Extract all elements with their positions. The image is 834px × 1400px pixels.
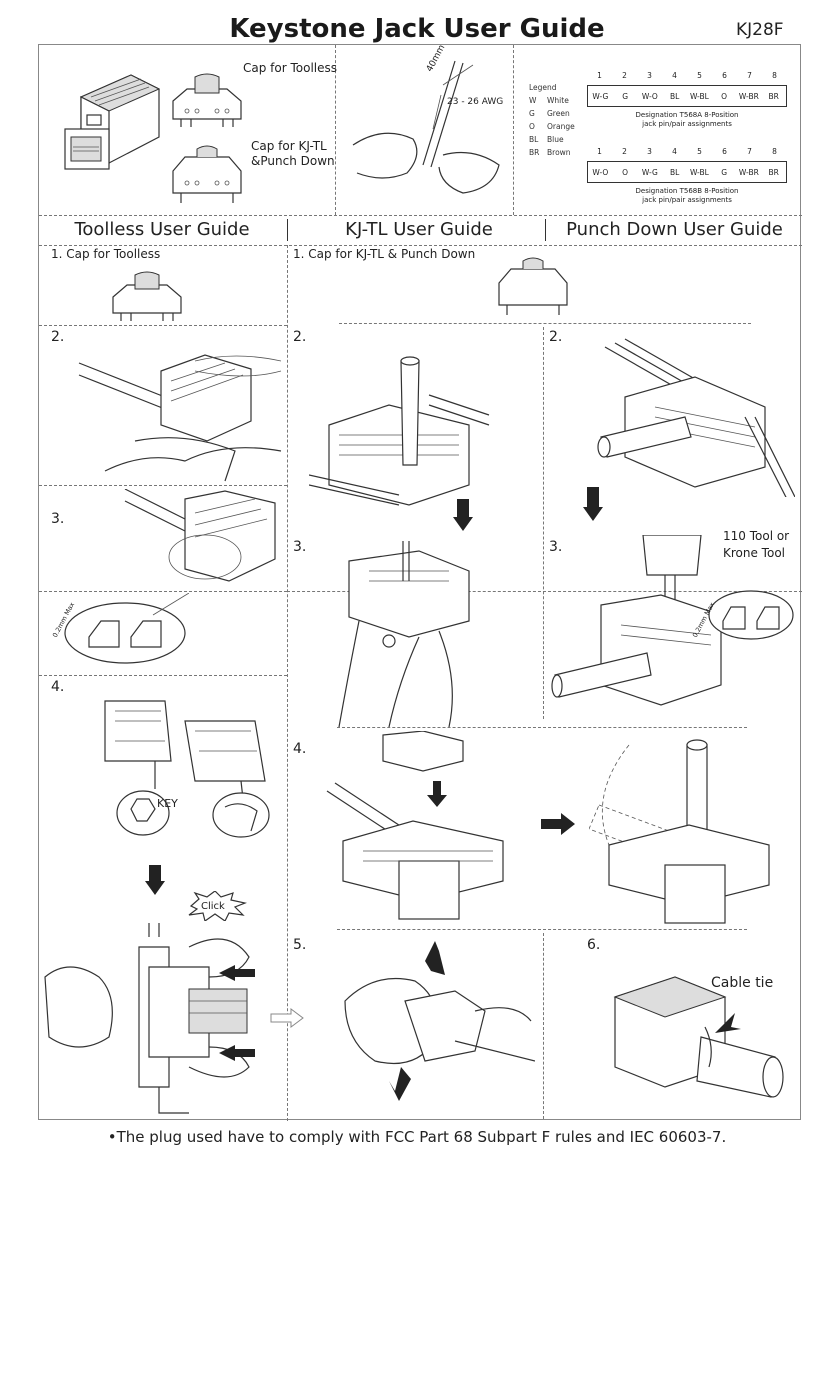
- awg-label: 23 - 26 AWG: [447, 97, 504, 107]
- punch-down-arrow-icon: [583, 487, 603, 521]
- t568a-caption: Designation T568A 8-Position jack pin/pa…: [635, 111, 739, 128]
- toolless-step-4-illustration: [104, 700, 270, 838]
- punch-step-3-illustration: [551, 535, 722, 706]
- toolless-section-heading: Toolless User Guide: [74, 219, 250, 240]
- heading-divider-1: [287, 219, 288, 241]
- kjtl-rule-3: [337, 727, 747, 728]
- cable-tie-label: Cable tie: [711, 975, 774, 991]
- compliance-note: •The plug used have to comply with FCC P…: [107, 1128, 727, 1146]
- cap-kjtl-label-1: Cap for KJ-TL: [251, 139, 327, 153]
- punch-detail-illustration: [708, 590, 794, 640]
- kjtl-step-4-label: 4.: [293, 741, 307, 757]
- kjtl-step-5-label: 5.: [293, 937, 307, 953]
- section-top-rule: [39, 215, 802, 216]
- kjtl-step-4-result-illustration: [589, 739, 770, 924]
- kjtl-rule-2: [287, 591, 802, 592]
- kjtl-step-6-label: 6.: [587, 937, 601, 953]
- punch-step-2-illustration: [597, 338, 795, 497]
- section-bottom-rule: [39, 245, 802, 246]
- click-label: Click: [201, 901, 225, 912]
- toolless-step-3-illustration: [124, 489, 276, 582]
- toolless-step-3-label: 3.: [51, 511, 65, 527]
- top-divider-2: [513, 45, 514, 215]
- punch-section-heading: Punch Down User Guide: [566, 219, 783, 240]
- toolless-step-2-label: 2.: [51, 329, 65, 345]
- kjtl-step-2-illustration: [309, 356, 490, 506]
- toolless-step-2-illustration: [78, 354, 282, 482]
- column-divider-left: [287, 245, 288, 1121]
- toolless-detail-illustration: [64, 593, 189, 664]
- cap-kjtl-label-2: &Punch Down: [251, 154, 335, 168]
- toolless-step-4-label: 4.: [51, 679, 65, 695]
- kjtl-cap-step-illustration: [498, 257, 568, 315]
- punch-step-3-label: 3.: [549, 539, 563, 555]
- top-divider-1: [335, 45, 336, 215]
- kjtl-section-heading: KJ-TL User Guide: [345, 219, 493, 240]
- guide-sheet: Cap for Toolless Cap for KJ-TL &Punch Do…: [38, 43, 802, 1121]
- kjtl-right-arrow-icon: [541, 813, 575, 835]
- toolless-press-illustration: [44, 923, 255, 1114]
- column-divider-right: [543, 327, 544, 719]
- kjtl-step-4-illustration: [326, 731, 504, 920]
- click-burst-icon: [188, 891, 247, 921]
- kjtl-rule-1: [339, 323, 751, 324]
- cable-strip-illustration: [352, 60, 500, 194]
- tool-label-2: Krone Tool: [723, 546, 785, 560]
- kjtl-step-3-illustration: [338, 541, 470, 727]
- punch-step-2-label: 2.: [549, 329, 563, 345]
- t568b-caption: Designation T568B 8-Position jack pin/pa…: [635, 187, 739, 204]
- toolless-step-1-label: 1. Cap for Toolless: [51, 247, 161, 261]
- toolless-cap-illustration: [172, 73, 242, 127]
- kjtl-step-1-label: 1. Cap for KJ-TL & Punch Down: [293, 247, 476, 261]
- toolless-rule-2: [39, 485, 287, 486]
- kjtl-step-2-label: 2.: [293, 329, 307, 345]
- toolless-cap-step-illustration: [112, 271, 182, 321]
- toolless-rule-4: [39, 675, 287, 676]
- heading-divider-2: [545, 219, 546, 241]
- page-title: Keystone Jack User Guide: [229, 14, 605, 44]
- toolless-rule-3: [39, 591, 287, 592]
- legend-title: Legend: [529, 83, 557, 92]
- kjtl-step-3-label: 3.: [293, 539, 307, 555]
- kjtl-rule-4: [337, 929, 747, 930]
- key-label: KEY: [157, 797, 178, 810]
- kjtl-cap-illustration: [172, 145, 242, 203]
- kjtl-step-6-illustration: [613, 976, 784, 1098]
- toolless-down-arrow-icon: [145, 865, 165, 895]
- toolless-rule-1: [39, 325, 287, 326]
- column-divider-right-bottom: [543, 933, 544, 1119]
- tool-label-1: 110 Tool or: [723, 529, 790, 543]
- model-number: KJ28F: [736, 20, 784, 40]
- cap-toolless-label: Cap for Toolless: [243, 61, 338, 75]
- kjtl-down-arrow-icon: [453, 499, 473, 531]
- next-step-arrow-icon: [270, 1008, 304, 1028]
- keystone-jack-illustration: [64, 74, 161, 170]
- kjtl-step-5-illustration: [344, 941, 535, 1101]
